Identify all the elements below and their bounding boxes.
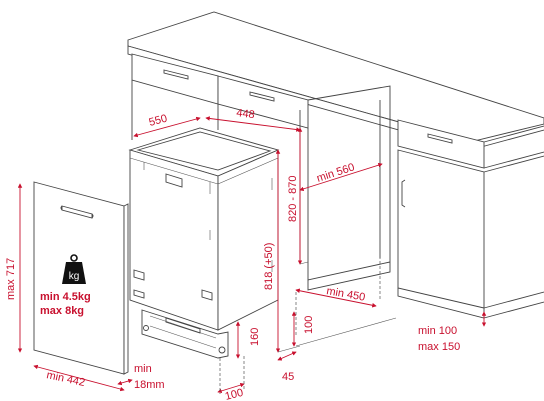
dimension-min-442: min 442 xyxy=(45,369,86,389)
dimension-448: 448 xyxy=(236,107,256,121)
dimension-min-450: min 450 xyxy=(325,285,366,304)
weight-icon-label: kg xyxy=(69,271,80,282)
dimension-thickness-18mm: 18mm xyxy=(134,379,165,391)
dimension-max-150: max 150 xyxy=(418,341,460,353)
dimension-min-560: min 560 xyxy=(315,161,356,185)
dimension-plinth-100: 100 xyxy=(303,316,315,334)
dimension-820-870: 820 - 870 xyxy=(287,176,299,222)
dimension-818-plus-50: 818 (+50) xyxy=(263,243,275,290)
dimension-lines xyxy=(17,116,487,394)
right-cabinet xyxy=(397,119,544,319)
dishwasher xyxy=(128,127,280,359)
weight-min-label: min 4.5kg xyxy=(40,291,91,303)
dimension-max-717: max 717 xyxy=(5,258,17,300)
dimension-45: 45 xyxy=(282,371,294,383)
weight-max-label: max 8kg xyxy=(40,305,84,317)
dimension-thickness-min: min xyxy=(134,363,152,375)
dimension-foot-100: 100 xyxy=(224,387,245,401)
dimension-160: 160 xyxy=(249,328,261,346)
dimension-550: 550 xyxy=(148,113,169,129)
weight-icon: kg xyxy=(62,254,86,284)
dimension-min-100: min 100 xyxy=(418,325,457,337)
